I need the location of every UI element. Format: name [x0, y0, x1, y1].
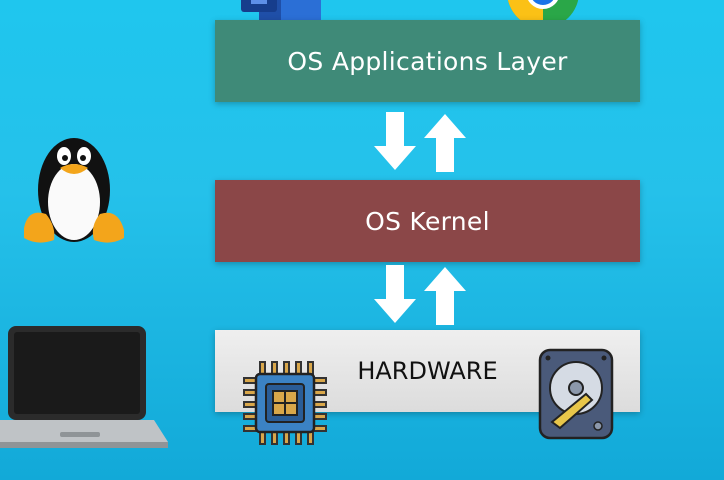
laptop-icon [0, 326, 168, 448]
linux-penguin-icon [24, 138, 124, 243]
os-applications-layer: OS Applications Layer [215, 20, 640, 102]
word-icon [241, 0, 321, 26]
cpu-chip-icon [243, 361, 327, 445]
bidirectional-arrows-icon [374, 265, 466, 325]
bidirectional-arrows-icon [374, 112, 466, 172]
os-kernel-layer-label: OS Kernel [365, 206, 490, 236]
os-applications-layer-label: OS Applications Layer [287, 46, 568, 76]
os-kernel-layer: OS Kernel [215, 180, 640, 262]
hardware-layer-label: HARDWARE [357, 357, 498, 385]
hard-drive-icon [538, 348, 614, 440]
